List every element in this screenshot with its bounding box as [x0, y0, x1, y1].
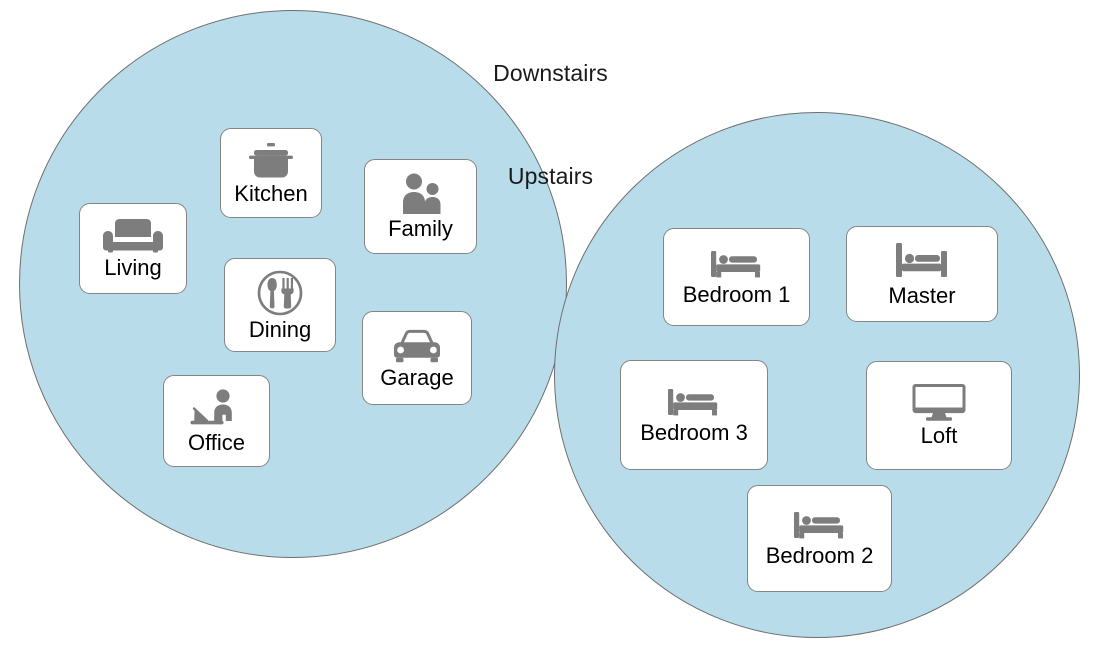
- group-title-downstairs: Downstairs: [493, 60, 608, 86]
- sofa-icon: [102, 217, 164, 255]
- room-label-dining: Dining: [248, 316, 312, 342]
- group-title-upstairs: Upstairs: [507, 163, 594, 189]
- cooking-pot-icon: [245, 141, 297, 181]
- bed-icon: [791, 509, 849, 543]
- room-card-bedroom-2[interactable]: Bedroom 2: [747, 485, 892, 592]
- room-card-office[interactable]: Office: [163, 375, 270, 467]
- plate-fork-knife-icon: [256, 269, 304, 317]
- room-label-bedroom-2: Bedroom 2: [765, 543, 874, 569]
- room-label-master: Master: [888, 282, 956, 308]
- room-label-living: Living: [104, 255, 162, 281]
- room-label-garage: Garage: [380, 364, 454, 390]
- room-label-loft: Loft: [920, 423, 958, 449]
- room-card-bedroom-3[interactable]: Bedroom 3: [620, 360, 768, 470]
- room-card-master[interactable]: Master: [846, 226, 998, 322]
- room-label-kitchen: Kitchen: [234, 180, 308, 206]
- room-card-kitchen[interactable]: Kitchen: [220, 128, 322, 218]
- room-label-office: Office: [187, 429, 246, 455]
- room-label-bedroom-1: Bedroom 1: [682, 281, 791, 307]
- room-label-family: Family: [388, 216, 453, 242]
- bed-icon: [665, 386, 723, 420]
- room-card-family[interactable]: Family: [364, 159, 477, 254]
- person-at-laptop-icon: [186, 388, 248, 430]
- room-label-bedroom-3: Bedroom 3: [640, 419, 748, 445]
- room-card-living[interactable]: Living: [79, 203, 187, 294]
- room-card-dining[interactable]: Dining: [224, 258, 336, 352]
- room-card-loft[interactable]: Loft: [866, 361, 1012, 470]
- family-people-icon: [396, 172, 446, 216]
- bed-icon: [708, 248, 766, 282]
- room-card-bedroom-1[interactable]: Bedroom 1: [663, 228, 810, 326]
- bed-headboard-icon: [893, 241, 951, 283]
- room-card-garage[interactable]: Garage: [362, 311, 472, 405]
- monitor-icon: [911, 383, 967, 423]
- car-icon: [388, 327, 446, 365]
